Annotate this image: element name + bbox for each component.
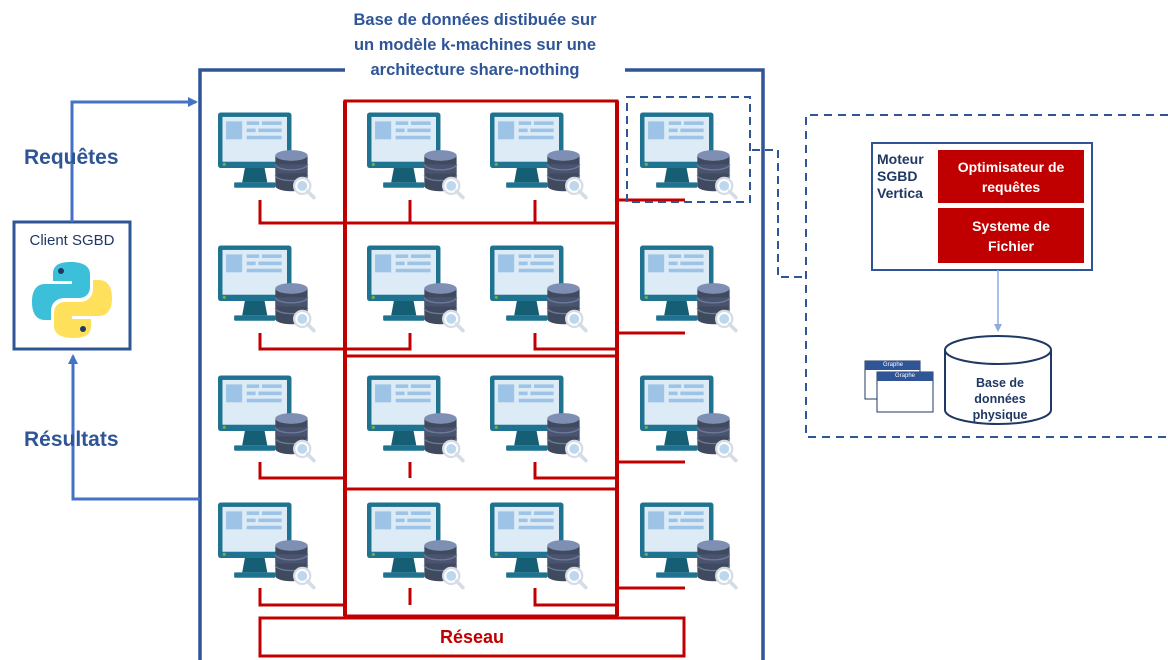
- database-server-icon: [490, 243, 588, 333]
- database-server-icon: [367, 373, 465, 463]
- database-server-icon: [490, 373, 588, 463]
- database-server-icon: [218, 373, 316, 463]
- results-arrow: [68, 354, 200, 501]
- title-line: Base de données distibuée sur: [353, 11, 597, 29]
- filesystem-box: [938, 208, 1084, 263]
- python-logo-icon: [32, 262, 112, 338]
- optimizer-box: [938, 150, 1084, 203]
- database-server-icon: [218, 500, 316, 590]
- database-server-icon: [490, 500, 588, 590]
- diagram-title: Base de données distibuée sur un modèle …: [330, 8, 620, 83]
- filesystem-line: Systeme de: [972, 217, 1050, 234]
- physical-db-icon: [944, 335, 1052, 425]
- optimizer-line: requêtes: [981, 178, 1041, 195]
- filesystem-label: Systeme de Fichier: [938, 208, 1084, 263]
- graph-docs-icon: [864, 360, 934, 413]
- distributed-db-frame: [198, 68, 765, 660]
- highlight-box: [626, 96, 751, 203]
- db-line: données: [974, 392, 1026, 406]
- filesystem-line: Fichier: [988, 237, 1034, 254]
- optimizer-line: Optimisateur de: [957, 158, 1065, 175]
- title-line: un modèle k-machines sur une: [353, 36, 597, 54]
- database-server-icon: [367, 110, 465, 200]
- requests-label: Requêtes: [24, 146, 119, 169]
- detail-panel: [805, 114, 1168, 438]
- db-line: physique: [972, 408, 1028, 422]
- network-bar: [258, 616, 686, 658]
- requests-arrow: [70, 97, 198, 222]
- engine-title-line: Moteur: [877, 151, 924, 167]
- database-server-icon: [218, 243, 316, 333]
- database-server-icon: [367, 243, 465, 333]
- results-label: Résultats: [24, 428, 119, 451]
- graph-doc-label: Graphe: [895, 373, 916, 379]
- graph-doc-label: Graphe: [883, 362, 904, 368]
- engine-title-line: Vertica: [877, 185, 923, 201]
- engine-title-line: SGBD: [877, 168, 918, 184]
- optimizer-label: Optimisateur de requêtes: [938, 150, 1084, 203]
- title-line: architecture share-nothing: [370, 61, 580, 79]
- network-label: Réseau: [439, 626, 505, 647]
- physical-db-label: Base de données physique: [950, 375, 1050, 423]
- client-label: Client SGBD: [29, 232, 115, 249]
- network-wiring: [258, 99, 685, 618]
- database-server-icon: [640, 110, 738, 200]
- database-server-icon: [640, 500, 738, 590]
- database-server-icon: [367, 500, 465, 590]
- database-server-icon: [640, 243, 738, 333]
- database-server-icon: [640, 373, 738, 463]
- zoom-connector: [752, 149, 806, 278]
- db-line: Base de: [976, 376, 1024, 390]
- database-server-icon: [218, 110, 316, 200]
- engine-title: Moteur SGBD Vertica: [877, 151, 924, 202]
- database-server-icon: [490, 110, 588, 200]
